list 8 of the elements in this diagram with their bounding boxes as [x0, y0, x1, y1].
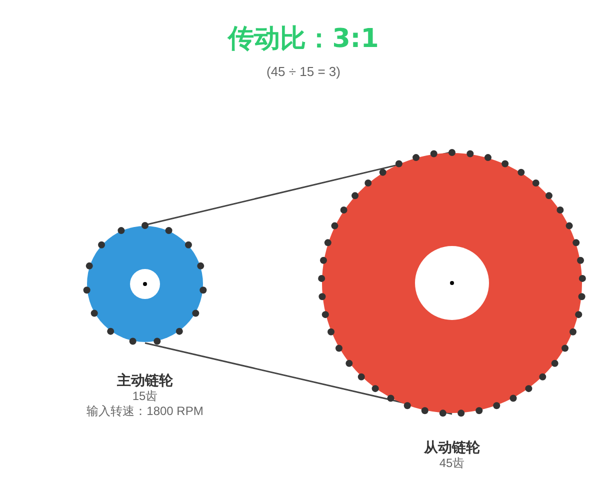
- caption: (45 ÷ 15 = 3): [266, 63, 340, 81]
- sprocket-name: 主动链轮: [117, 371, 173, 389]
- sprocket-detail: 输入转速：1800 RPM: [86, 404, 204, 419]
- title: 传动比：3:1: [228, 23, 379, 56]
- sprocket-name: 从动链轮: [424, 438, 480, 456]
- sprocket-detail: 15齿: [132, 389, 158, 404]
- chain-line: [144, 342, 452, 415]
- sprocket-detail: 45齿: [439, 456, 465, 471]
